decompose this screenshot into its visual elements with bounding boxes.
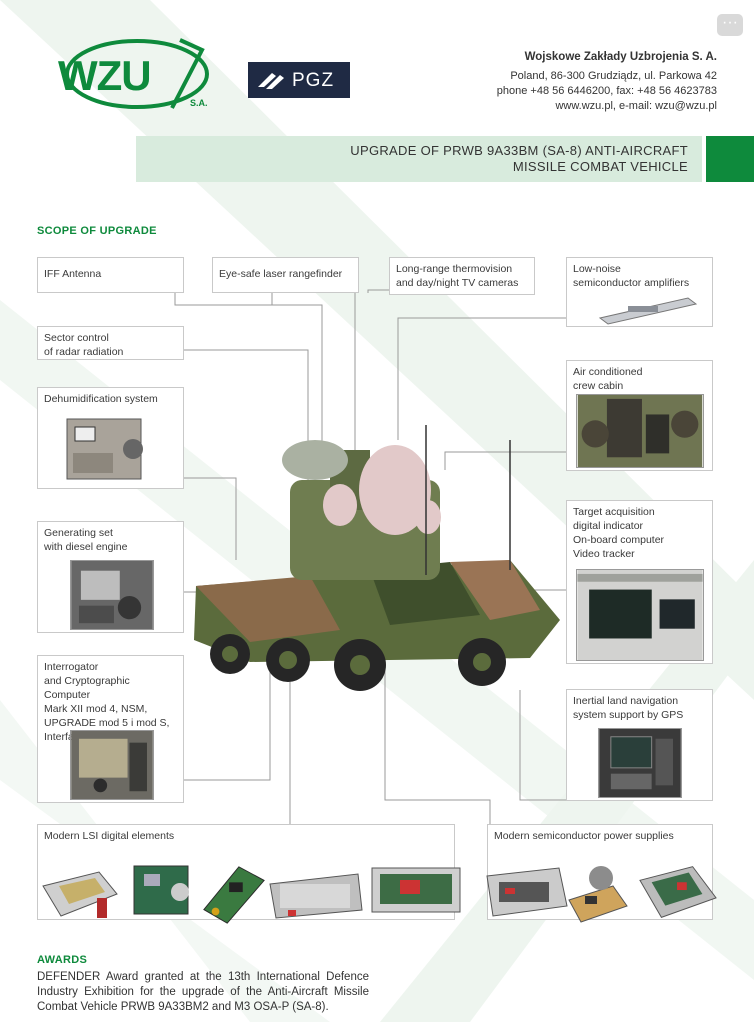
feature-thermovision: Long-range thermovision and day/night TV… <box>389 257 535 295</box>
feature-thermovision-label: Long-range thermovision and day/night TV… <box>396 263 519 289</box>
more-icon[interactable]: ··· <box>717 14 743 36</box>
pgz-logo: PGZ <box>248 62 350 98</box>
feature-iff-antenna: IFF Antenna <box>37 257 184 293</box>
lna-photo <box>598 297 698 325</box>
company-name: Wojskowe Zakłady Uzbrojenia S. A. <box>524 51 717 63</box>
inertial-navigation-photo <box>598 728 682 798</box>
power-supply-photo-3 <box>639 866 717 918</box>
target-acquisition-photo <box>576 569 704 661</box>
dehumidification-photo <box>66 418 143 480</box>
wzu-logo-text: WZU <box>58 52 152 99</box>
power-supply-photo-1 <box>486 867 568 917</box>
title-banner: UPGRADE OF PRWB 9A33BM (SA-8) ANTI-AIRCR… <box>136 136 702 182</box>
feature-air-conditioned-label: Air conditioned crew cabin <box>573 366 643 392</box>
company-web[interactable]: www.wzu.pl, e-mail: wzu@wzu.pl <box>555 100 717 112</box>
title-banner-accent <box>706 136 754 182</box>
feature-power-supplies-label: Modern semiconductor power supplies <box>494 830 674 842</box>
pgz-logo-text: PGZ <box>292 70 335 91</box>
combat-vehicle-image <box>194 425 560 691</box>
lsi-board-photo-1 <box>42 871 118 918</box>
company-contact: Wojskowe Zakłady Uzbrojenia S. A. Poland… <box>497 50 717 114</box>
feature-iff-antenna-label: IFF Antenna <box>44 268 102 280</box>
lsi-board-photo-4 <box>269 873 363 919</box>
air-conditioned-photo <box>576 394 704 468</box>
feature-lsi-digital-label: Modern LSI digital elements <box>44 830 175 842</box>
lsi-board-photo-3 <box>203 866 265 924</box>
wzu-logo: WZU S.A. <box>52 30 222 116</box>
wzu-logo-suffix: S.A. <box>190 98 208 108</box>
company-phone: phone +48 56 6446200, fax: +48 56 462378… <box>496 85 717 97</box>
wzu-logo-swoosh <box>65 38 209 109</box>
awards-title: AWARDS <box>37 954 88 966</box>
feature-laser-rangefinder: Eye-safe laser rangefinder <box>212 257 359 293</box>
power-supply-photo-2 <box>568 866 628 923</box>
page-title: UPGRADE OF PRWB 9A33BM (SA-8) ANTI-AIRCR… <box>350 143 688 174</box>
feature-laser-rangefinder-label: Eye-safe laser rangefinder <box>219 268 343 280</box>
feature-lna-label: Low-noise semiconductor amplifiers <box>573 263 690 289</box>
feature-sector-control: Sector control of radar radiation <box>37 326 184 360</box>
feature-sector-control-label: Sector control of radar radiation <box>44 332 124 358</box>
pgz-logo-mark <box>258 73 284 89</box>
lsi-board-photo-2 <box>133 865 189 915</box>
scope-title: SCOPE OF UPGRADE <box>37 225 157 237</box>
lsi-board-photo-5 <box>371 867 461 913</box>
awards-text: DEFENDER Award granted at the 13th Inter… <box>37 971 369 1013</box>
feature-inertial-navigation-label: Inertial land navigation system support … <box>573 695 684 721</box>
feature-target-acquisition-label: Target acquisition digital indicator On-… <box>573 506 665 560</box>
generating-set-photo <box>70 560 154 630</box>
feature-generating-set-label: Generating set with diesel engine <box>44 527 128 553</box>
feature-dehumidification-label: Dehumidification system <box>44 393 158 405</box>
company-address: Poland, 86-300 Grudziądz, ul. Parkowa 42 <box>510 70 717 82</box>
interrogator-photo <box>70 730 154 800</box>
